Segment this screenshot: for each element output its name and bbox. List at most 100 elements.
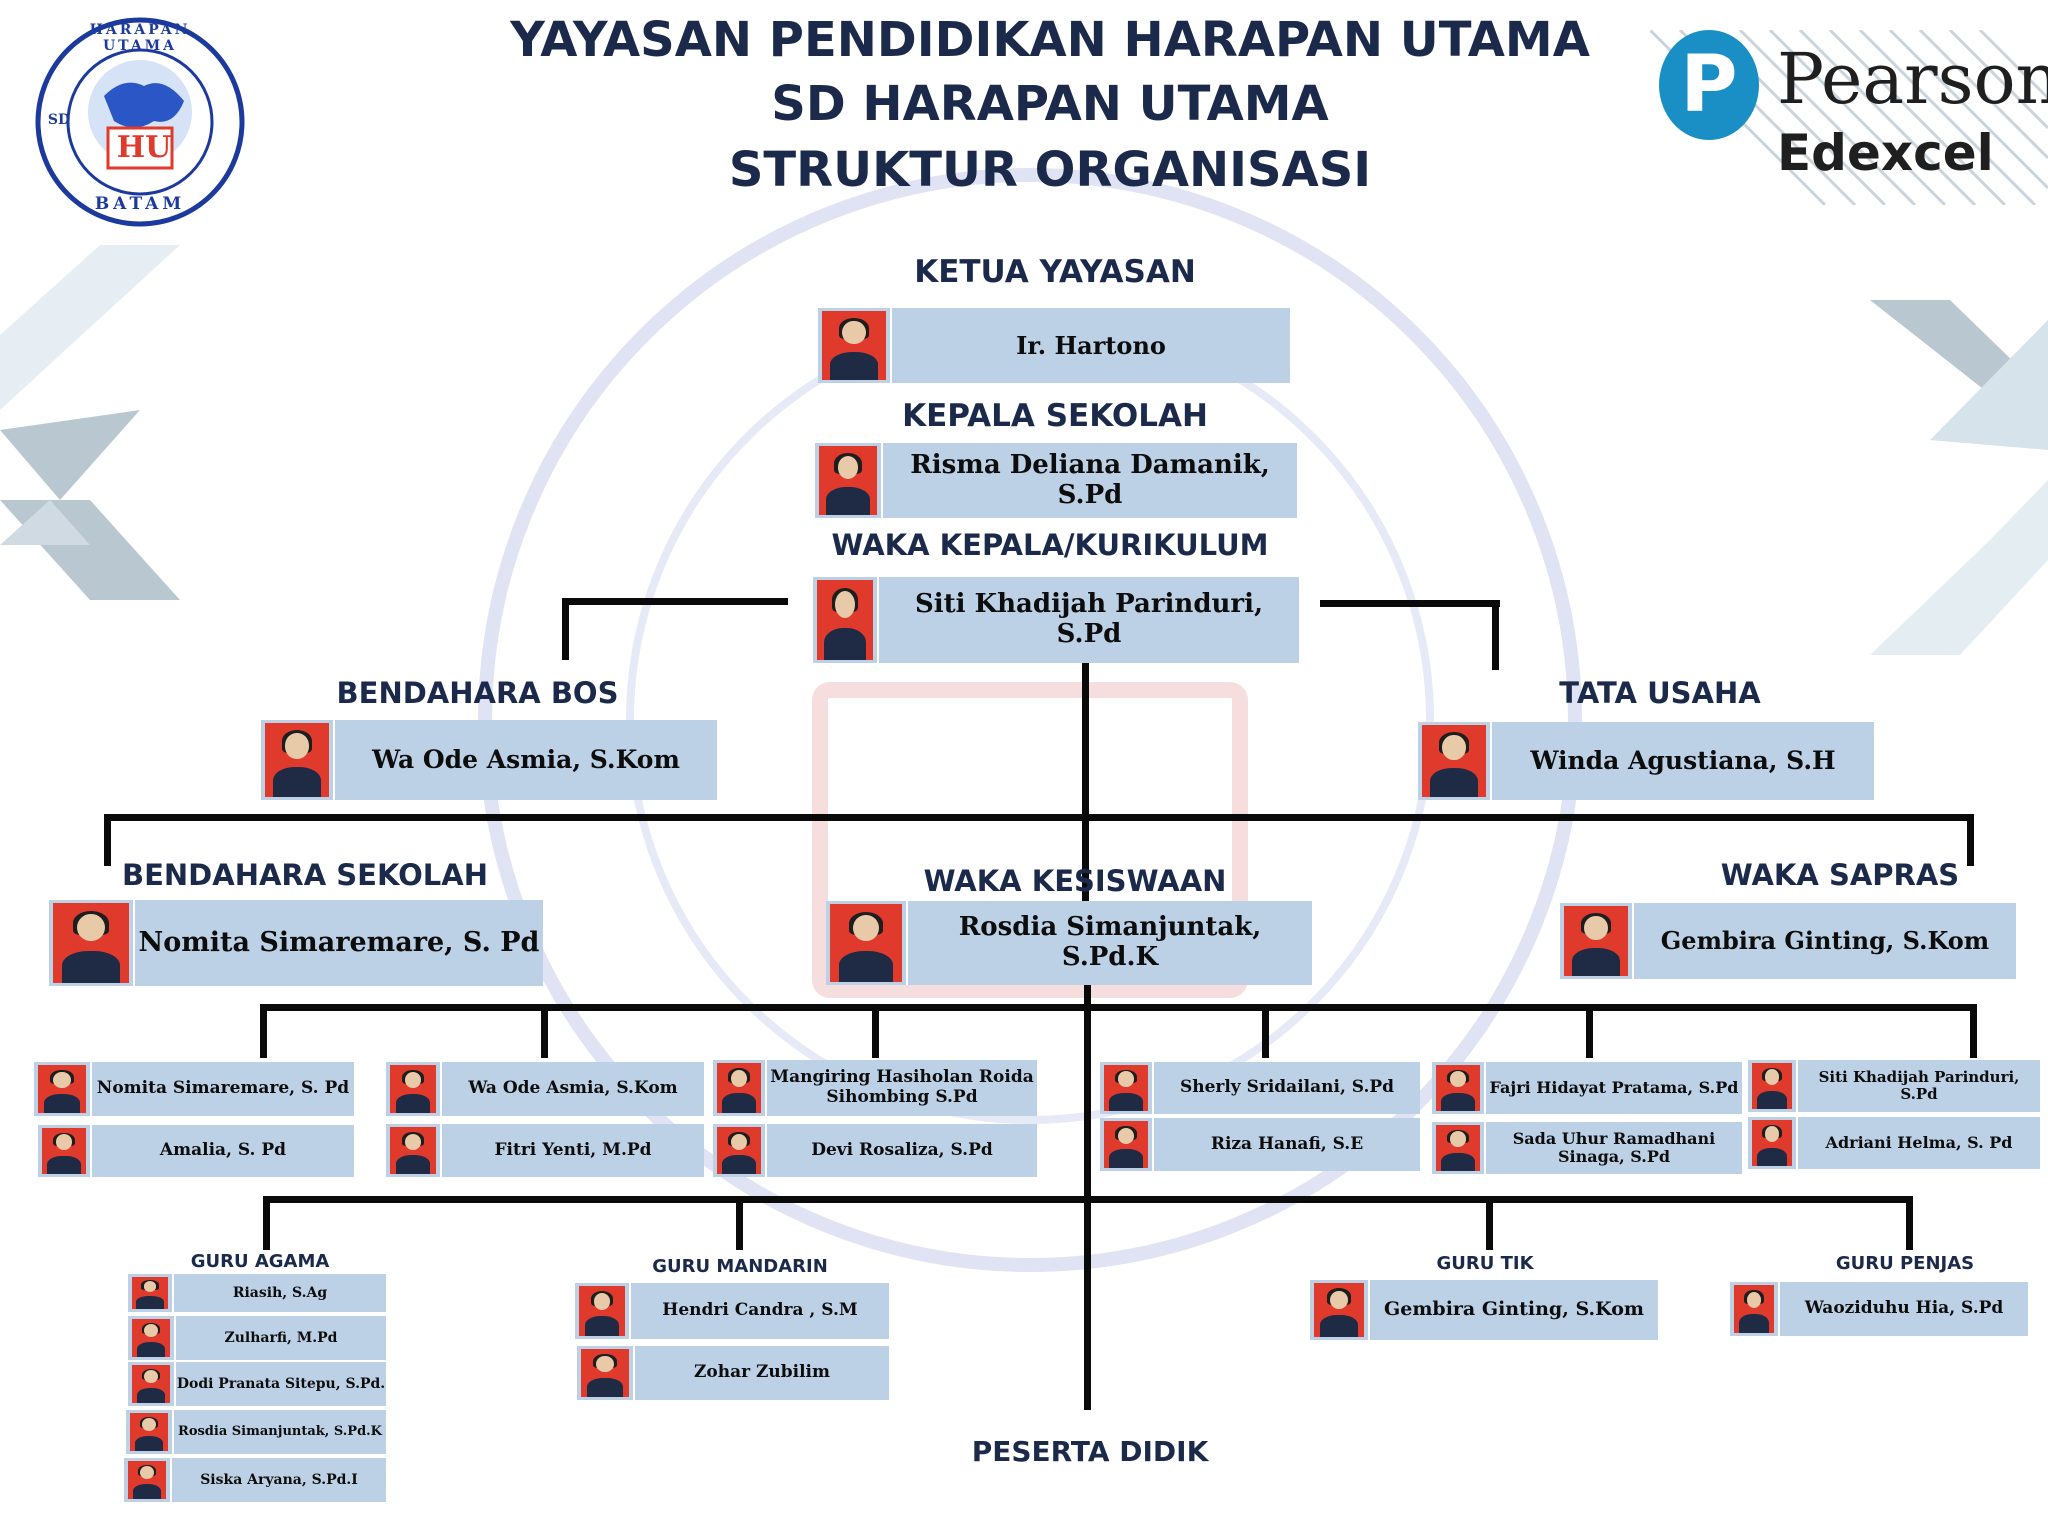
person-photo [128, 1461, 166, 1499]
pearson-name: Pearson [1777, 38, 2048, 120]
person-name: Wa Ode Asmia, S.Kom [372, 744, 680, 774]
connector-line [1586, 1004, 1593, 1058]
teacher-name: Fitri Yenti, M.Pd [494, 1139, 652, 1160]
connector-line [1967, 814, 1974, 866]
person-photo [717, 1127, 761, 1174]
teacher-name: Fajri Hidayat Pratama, S.Pd [1489, 1077, 1739, 1097]
teacher-card: Gembira Ginting, S.Kom [1310, 1280, 1658, 1340]
role-label: BENDAHARA BOS [336, 676, 619, 710]
teacher-card: Adriani Helma, S. Pd [1748, 1117, 2040, 1169]
teacher-name: Riza Hanafi, S.E [1210, 1133, 1364, 1154]
right-chevron-decoration [1870, 300, 2048, 655]
connector-line [1906, 1196, 1913, 1250]
edexcel-name: Edexcel [1777, 124, 1994, 182]
person-photo [1422, 725, 1486, 797]
title-school: SD HARAPAN UTAMA [771, 76, 1329, 132]
teacher-name: Siska Aryana, S.Pd.I [200, 1471, 358, 1488]
teacher-name: Amalia, S. Pd [159, 1140, 287, 1161]
role-label: BENDAHARA SEKOLAH [122, 858, 488, 892]
connector-line [562, 598, 788, 605]
person-photo [1104, 1121, 1148, 1168]
person-photo [53, 903, 129, 983]
role-label: WAKA SAPRAS [1720, 858, 1960, 892]
teacher-name: Gembira Ginting, S.Kom [1384, 1298, 1644, 1321]
person-photo [1734, 1285, 1774, 1333]
logo-city: BATAM [94, 194, 186, 214]
teacher-card: Waoziduhu Hia, S.Pd [1730, 1282, 2028, 1336]
person-card: Wa Ode Asmia, S.Kom [261, 720, 717, 800]
teacher-name: Waoziduhu Hia, S.Pd [1804, 1298, 2004, 1319]
teacher-card: Nomita Simaremare, S. Pd [34, 1062, 354, 1116]
person-photo [830, 904, 902, 982]
person-name: Siti Khadijah Parinduri, S.Pd [914, 589, 1264, 649]
teacher-card: Amalia, S. Pd [38, 1125, 354, 1177]
person-photo [822, 311, 886, 380]
pearson-brand: P Pearson Edexcel [1655, 22, 2048, 192]
person-card: Siti Khadijah Parinduri, S.Pd [813, 577, 1299, 663]
person-card: Risma Deliana Damanik, S.Pd [815, 443, 1297, 518]
group-label: GURU PENJAS [1835, 1253, 1975, 1274]
teacher-card: Devi Rosaliza, S.Pd [713, 1124, 1037, 1177]
person-card: Winda Agustiana, S.H [1418, 722, 1874, 800]
teacher-card: Zulharfi, M.Pd [128, 1316, 386, 1360]
teacher-card: Siti Khadijah Parinduri, S.Pd [1748, 1060, 2040, 1112]
person-card: Rosdia Simanjuntak, S.Pd.K [826, 901, 1312, 985]
person-name: Winda Agustiana, S.H [1530, 745, 1836, 775]
teacher-card: Wa Ode Asmia, S.Kom [386, 1062, 704, 1116]
person-card: Ir. Hartono [818, 308, 1290, 383]
person-photo [1104, 1065, 1148, 1111]
person-photo [1436, 1125, 1480, 1171]
person-photo [132, 1277, 168, 1309]
teacher-name: Zohar Zubilim [693, 1362, 831, 1383]
connector-line [541, 1004, 548, 1058]
connector-line [736, 1196, 743, 1250]
teacher-name: Rosdia Simanjuntak, S.Pd.K [178, 1423, 382, 1439]
students-label: PESERTA DIDIK [971, 1435, 1209, 1468]
connector-line [260, 1004, 1977, 1011]
teacher-name: Nomita Simaremare, S. Pd [96, 1078, 350, 1099]
teacher-name: Sada Uhur Ramadhani Sinaga, S.Pd [1512, 1128, 1716, 1166]
teacher-card: Fajri Hidayat Pratama, S.Pd [1432, 1062, 1742, 1114]
person-photo [581, 1349, 629, 1397]
connector-line [104, 814, 111, 866]
teacher-name: Dodi Pranata Sitepu, S.Pd. [176, 1375, 386, 1392]
person-photo [390, 1127, 436, 1174]
connector-line [1320, 600, 1500, 607]
role-label: KEPALA SEKOLAH [902, 398, 1208, 434]
connector-line [104, 814, 1974, 821]
teacher-card: Mangiring Hasiholan Roida Sihombing S.Pd [713, 1060, 1037, 1116]
pearson-logo-letter: P [1680, 40, 1738, 130]
person-photo [130, 1413, 168, 1451]
title-structure: STRUKTUR ORGANISASI [728, 142, 1372, 198]
connector-line [562, 598, 569, 660]
group-label: GURU MANDARIN [652, 1256, 828, 1277]
teacher-name: Adriani Helma, S. Pd [1825, 1132, 2013, 1152]
logo-side-text: SD [47, 112, 71, 128]
person-photo [1752, 1120, 1792, 1166]
person-card: Nomita Simaremare, S. Pd [49, 900, 543, 986]
person-photo [1752, 1063, 1792, 1109]
teacher-name: Siti Khadijah Parinduri, S.Pd [1818, 1067, 2020, 1103]
person-photo [1314, 1283, 1364, 1337]
role-label: WAKA KESISWAAN [923, 864, 1227, 898]
person-photo [817, 580, 873, 660]
person-photo [1436, 1065, 1480, 1111]
teacher-name: Zulharfi, M.Pd [224, 1329, 338, 1346]
connector-line [1486, 1196, 1493, 1250]
teacher-card: Hendri Candra , S.M [575, 1283, 889, 1339]
hatch-decoration [1650, 30, 2048, 205]
teacher-card: Sherly Sridailani, S.Pd [1100, 1062, 1420, 1114]
connector-line [263, 1196, 270, 1250]
person-photo [42, 1128, 86, 1174]
person-card: Gembira Ginting, S.Kom [1560, 903, 2016, 979]
connector-line [1082, 662, 1089, 904]
logo-ring-text: HARAPAN UTAMA [89, 22, 191, 54]
logo-mark: HU [116, 130, 172, 165]
person-name: Risma Deliana Damanik, S.Pd [910, 449, 1270, 510]
teacher-card: Riza Hanafi, S.E [1100, 1118, 1420, 1171]
teacher-card: Siska Aryana, S.Pd.I [124, 1458, 386, 1502]
connector-line [1262, 1004, 1269, 1058]
person-photo [132, 1365, 170, 1403]
person-photo [717, 1063, 761, 1113]
connector-line [872, 1004, 879, 1058]
